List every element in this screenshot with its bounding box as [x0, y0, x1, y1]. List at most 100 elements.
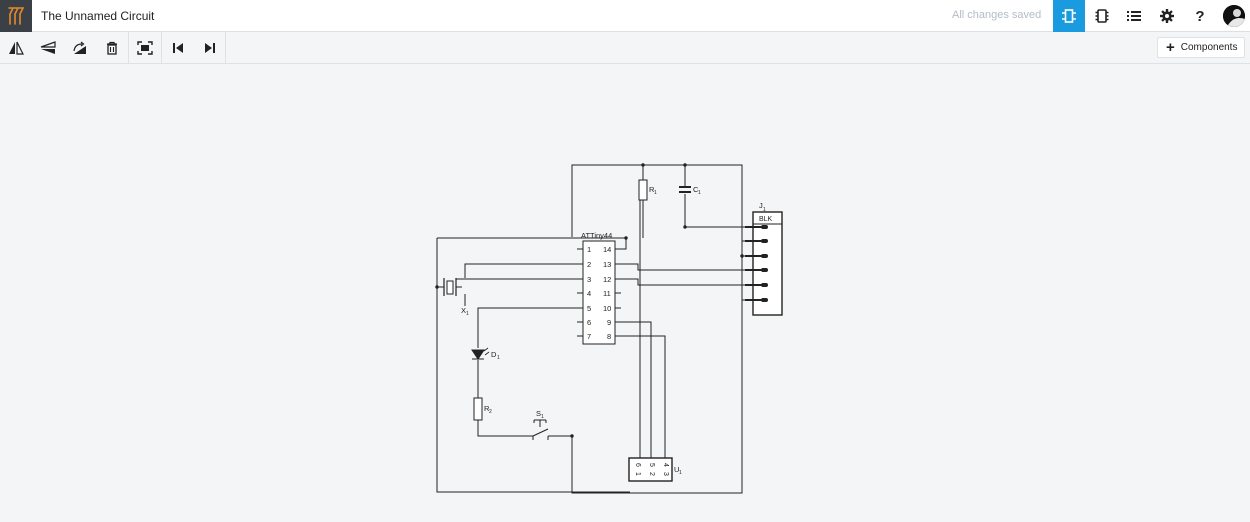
- r2-label: R: [484, 404, 490, 413]
- r2-subscript: 2: [489, 409, 492, 415]
- wire: [577, 248, 583, 337]
- u1-pin-label: 5: [648, 463, 655, 467]
- r1-subscript: 1: [654, 190, 657, 196]
- wire: [477, 307, 583, 437]
- j1-subscript: 1: [763, 207, 766, 213]
- resistor-r2-body[interactable]: [473, 397, 483, 421]
- mcu-pin-label: 13: [603, 260, 611, 269]
- save-status: All changes saved: [952, 9, 1042, 21]
- toolbar-divider: [128, 32, 129, 63]
- wire: [615, 321, 652, 458]
- rotate-icon: [73, 41, 86, 54]
- u1-pin-label: 2: [648, 472, 655, 476]
- toolbar-divider: [161, 32, 162, 63]
- help-icon: ?: [1195, 7, 1205, 25]
- wire: [615, 292, 621, 309]
- trash-icon: [107, 41, 117, 55]
- schematic-view-button[interactable]: [1053, 0, 1085, 32]
- flip-horizontal-button[interactable]: [0, 32, 32, 63]
- wire: [436, 238, 630, 493]
- components-label: Components: [1180, 42, 1238, 53]
- mcu-pin-label: 14: [603, 245, 611, 254]
- mcu-body[interactable]: [582, 240, 616, 345]
- mcu-pin-label: 1: [587, 245, 591, 254]
- top-bar: The Unnamed Circuit All changes saved: [0, 0, 1250, 32]
- schematic-canvas[interactable]: ATTiny44 1 2 3 4 5 6 7 14 13 12 11 10 9 …: [0, 64, 1250, 517]
- header-j1-pins: [745, 226, 765, 301]
- flip-vertical-icon: [40, 40, 56, 54]
- u1-pin-label: 4: [662, 463, 669, 467]
- mcu-pin-label: 10: [603, 304, 611, 313]
- plus-icon: +: [1166, 39, 1175, 56]
- components-button[interactable]: + Components: [1157, 37, 1245, 58]
- mcu-pin-label: 8: [607, 332, 611, 341]
- toolbar-divider: [225, 32, 226, 63]
- x1-label: X: [461, 306, 466, 315]
- mcu-pin-label: 11: [603, 289, 611, 298]
- mcu-name-label: ATTiny44: [581, 231, 612, 240]
- mcu-pin-label: 4: [587, 289, 591, 298]
- u1-pin-label: 6: [634, 463, 641, 467]
- delete-button[interactable]: [96, 32, 128, 63]
- u1-pin-label: 3: [662, 472, 669, 476]
- avatar-image: [1223, 5, 1245, 27]
- bom-list-button[interactable]: [1118, 0, 1150, 32]
- u1-subscript: 1: [679, 470, 682, 476]
- wire: [615, 278, 765, 286]
- flip-horizontal-icon: [9, 41, 24, 55]
- flip-vertical-button[interactable]: [32, 32, 64, 63]
- s1-subscript: 1: [541, 414, 544, 420]
- mcu-pin-label: 5: [587, 304, 591, 313]
- mcu-pin-label: 6: [587, 318, 591, 327]
- j1-name-label: BLK: [759, 216, 773, 223]
- list-icon: [1127, 11, 1141, 21]
- gear-icon: [1160, 9, 1174, 23]
- mcu-pin-label: 2: [587, 260, 591, 269]
- app-logo[interactable]: [0, 0, 32, 32]
- circuit-title[interactable]: The Unnamed Circuit: [41, 9, 155, 23]
- schematic-drawing[interactable]: ATTiny44 1 2 3 4 5 6 7 14 13 12 11 10 9 …: [0, 64, 1250, 517]
- user-avatar[interactable]: [1223, 5, 1245, 27]
- schematic-icon: [1062, 9, 1076, 23]
- wire: [615, 263, 765, 271]
- mcu-pin-label: 3: [587, 275, 591, 284]
- x1-subscript: 1: [466, 311, 469, 317]
- r1-label: R: [649, 185, 655, 194]
- mcu-pin-label: 7: [587, 332, 591, 341]
- skip-back-icon: [173, 42, 183, 53]
- c1-label: C: [693, 185, 699, 194]
- redo-button[interactable]: [194, 32, 226, 63]
- capacitor-c1-symbol[interactable]: [679, 186, 691, 193]
- header-j1-body[interactable]: [752, 211, 783, 316]
- skip-forward-icon: [205, 42, 215, 53]
- header-j1-pin-heads: [761, 225, 768, 302]
- u1-label: U: [674, 465, 679, 474]
- wire: [571, 164, 743, 494]
- mcu-pin-label: 12: [603, 275, 611, 284]
- junctions: [435, 163, 744, 438]
- rotate-button[interactable]: [64, 32, 96, 63]
- s1-label: S: [536, 409, 541, 418]
- pcb-view-button[interactable]: [1086, 0, 1118, 32]
- help-button[interactable]: ?: [1184, 0, 1216, 32]
- d1-label: D: [491, 350, 497, 359]
- d1-subscript: 1: [497, 355, 500, 361]
- fit-to-screen-button[interactable]: [129, 32, 161, 63]
- ic-u1-body[interactable]: [628, 457, 673, 482]
- chip-icon: [1095, 9, 1109, 23]
- led-d1-symbol[interactable]: [471, 349, 485, 360]
- c1-subscript: 1: [698, 190, 701, 196]
- resistor-r1-body[interactable]: [638, 179, 648, 201]
- switch-s1-symbol[interactable]: [532, 419, 549, 440]
- wire: [615, 335, 666, 458]
- fit-screen-icon: [137, 40, 153, 55]
- logo-icon: [8, 7, 25, 25]
- wire: [456, 263, 583, 306]
- settings-button[interactable]: [1151, 0, 1183, 32]
- u1-pin-label: 1: [634, 472, 641, 476]
- mcu-pin-label: 9: [607, 318, 611, 327]
- editor-toolbar: + Components: [0, 32, 1250, 64]
- undo-button[interactable]: [162, 32, 194, 63]
- wire: [437, 237, 627, 250]
- crystal-x1-body[interactable]: [446, 280, 454, 295]
